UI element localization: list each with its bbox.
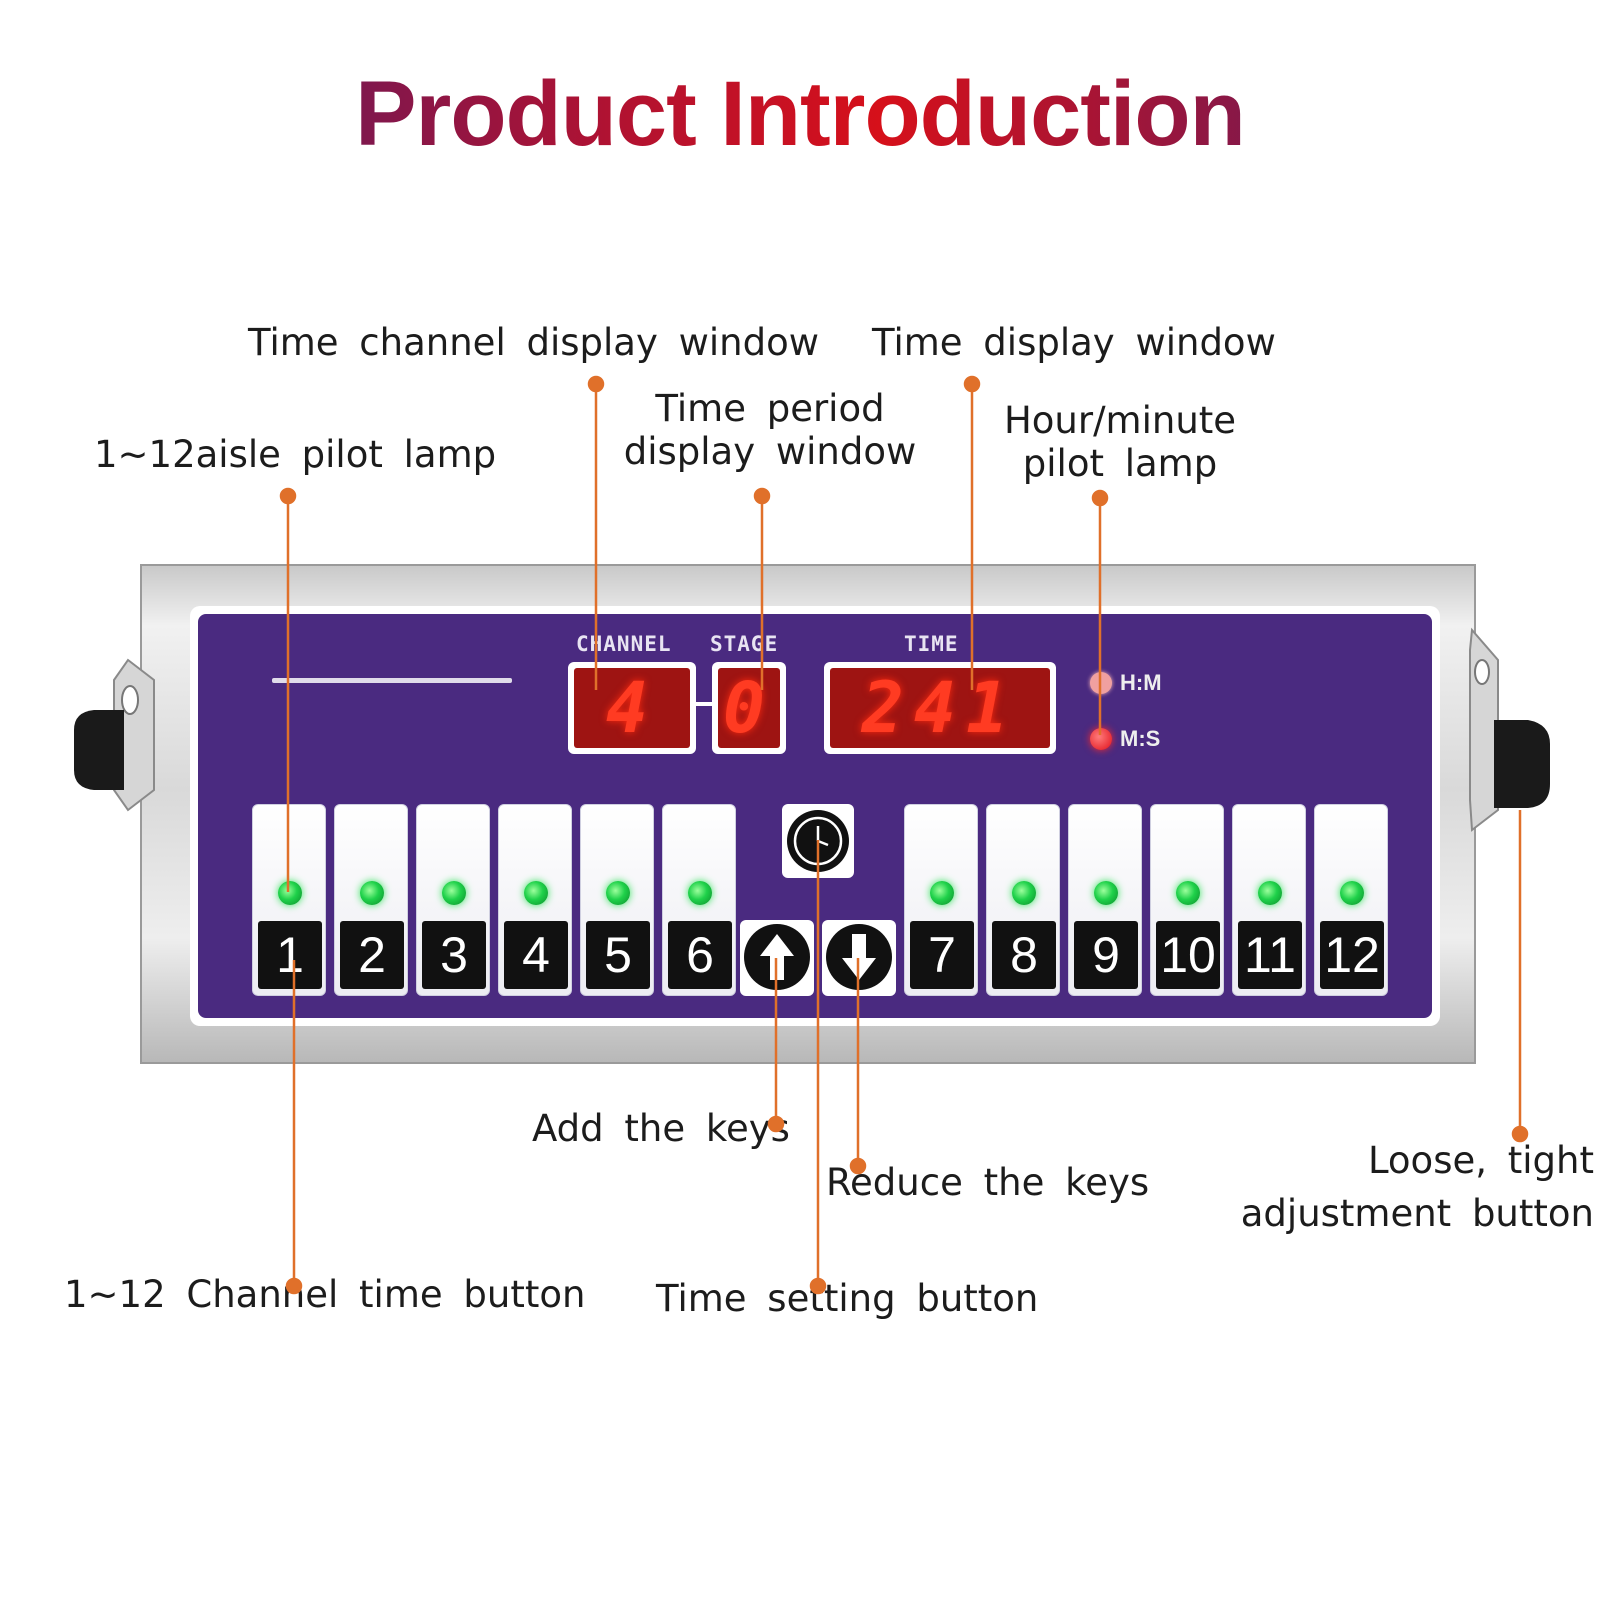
key-number: 11 [1238, 921, 1302, 989]
key-number: 5 [586, 921, 650, 989]
time-display-value: 241 [830, 667, 1050, 749]
right-clip-knob[interactable] [1466, 620, 1556, 840]
channel-key-10[interactable]: 10 [1150, 804, 1224, 996]
channel-key-3[interactable]: 3 [416, 804, 490, 996]
key-number: 9 [1074, 921, 1138, 989]
time-setting-button[interactable] [782, 804, 854, 878]
key-number: 12 [1320, 921, 1384, 989]
left-clip-knob[interactable] [68, 640, 158, 830]
label-time-period-display-window: Time period display window [620, 387, 920, 473]
key-number: 7 [910, 921, 974, 989]
ms-pilot-lamp [1090, 728, 1112, 750]
page-title: Product Introduction [0, 62, 1600, 167]
label-time-period-line2: display window [623, 429, 917, 473]
channel-display-value: 4 [574, 667, 690, 749]
reduce-key-button[interactable] [822, 920, 896, 996]
callout-time-dot [963, 375, 981, 393]
key-number: 1 [258, 921, 322, 989]
label-channel-time-button: 1~12 Channel time button [64, 1273, 586, 1316]
pilot-led [360, 881, 384, 905]
channel-label: CHANNEL [576, 632, 672, 656]
callout-aisle-dot [279, 487, 297, 505]
channel-key-9[interactable]: 9 [1068, 804, 1142, 996]
label-hour-minute-line2: pilot lamp [1022, 441, 1218, 485]
label-time-channel-display-window: Time channel display window [248, 321, 819, 364]
pilot-led [930, 881, 954, 905]
pilot-led [688, 881, 712, 905]
pilot-led [278, 881, 302, 905]
pilot-led [606, 881, 630, 905]
clock-icon [787, 810, 849, 872]
hm-pilot-lamp [1090, 672, 1112, 694]
pilot-led [1094, 881, 1118, 905]
pilot-led [524, 881, 548, 905]
channel-key-7[interactable]: 7 [904, 804, 978, 996]
label-loose-tight-line1: Loose, tight [1367, 1139, 1594, 1182]
label-loose-tight-adjustment-button: Loose, tight adjustment button [1240, 1139, 1594, 1235]
channel-key-5[interactable]: 5 [580, 804, 654, 996]
pilot-led [442, 881, 466, 905]
channel-key-1[interactable]: 1 [252, 804, 326, 996]
stage-label: STAGE [710, 632, 779, 656]
key-number: 3 [422, 921, 486, 989]
hm-lamp-label: H:M [1120, 670, 1162, 695]
label-hour-minute-pilot-lamp: Hour/minute pilot lamp [990, 399, 1250, 485]
channel-key-4[interactable]: 4 [498, 804, 572, 996]
label-time-display-window: Time display window [872, 321, 1276, 364]
panel-divider [272, 678, 512, 683]
pilot-led [1340, 881, 1364, 905]
time-display: 241 [824, 662, 1056, 754]
time-label: TIME [904, 632, 959, 656]
label-hour-minute-line1: Hour/minute [1003, 399, 1237, 442]
display-connector [696, 702, 712, 706]
channel-display: 4 [568, 662, 696, 754]
key-number: 6 [668, 921, 732, 989]
label-loose-tight-line2: adjustment button [1240, 1191, 1594, 1235]
callout-stage-dot [753, 487, 771, 505]
arrow-down-icon [842, 934, 876, 980]
channel-key-11[interactable]: 11 [1232, 804, 1306, 996]
key-number: 8 [992, 921, 1056, 989]
stage-display-value: 0 [718, 667, 780, 749]
pilot-led [1258, 881, 1282, 905]
key-number: 2 [340, 921, 404, 989]
ms-lamp-label: M:S [1120, 726, 1161, 751]
channel-key-12[interactable]: 12 [1314, 804, 1388, 996]
key-number: 4 [504, 921, 568, 989]
label-add-keys: Add the keys [532, 1107, 790, 1150]
key-number: 10 [1156, 921, 1220, 989]
label-aisle-pilot-lamp: 1~12aisle pilot lamp [94, 433, 497, 476]
channel-key-2[interactable]: 2 [334, 804, 408, 996]
callout-hm-dot [1091, 489, 1109, 507]
label-time-setting-button: Time setting button [656, 1277, 1039, 1320]
pilot-led [1012, 881, 1036, 905]
arrow-up-icon [760, 934, 794, 980]
label-time-period-line1: Time period [655, 387, 885, 430]
channel-key-6[interactable]: 6 [662, 804, 736, 996]
pilot-led [1176, 881, 1200, 905]
label-reduce-keys: Reduce the keys [826, 1161, 1150, 1204]
add-key-button[interactable] [740, 920, 814, 996]
callout-channel-dot [587, 375, 605, 393]
stage-display: 0 [712, 662, 786, 754]
channel-key-8[interactable]: 8 [986, 804, 1060, 996]
